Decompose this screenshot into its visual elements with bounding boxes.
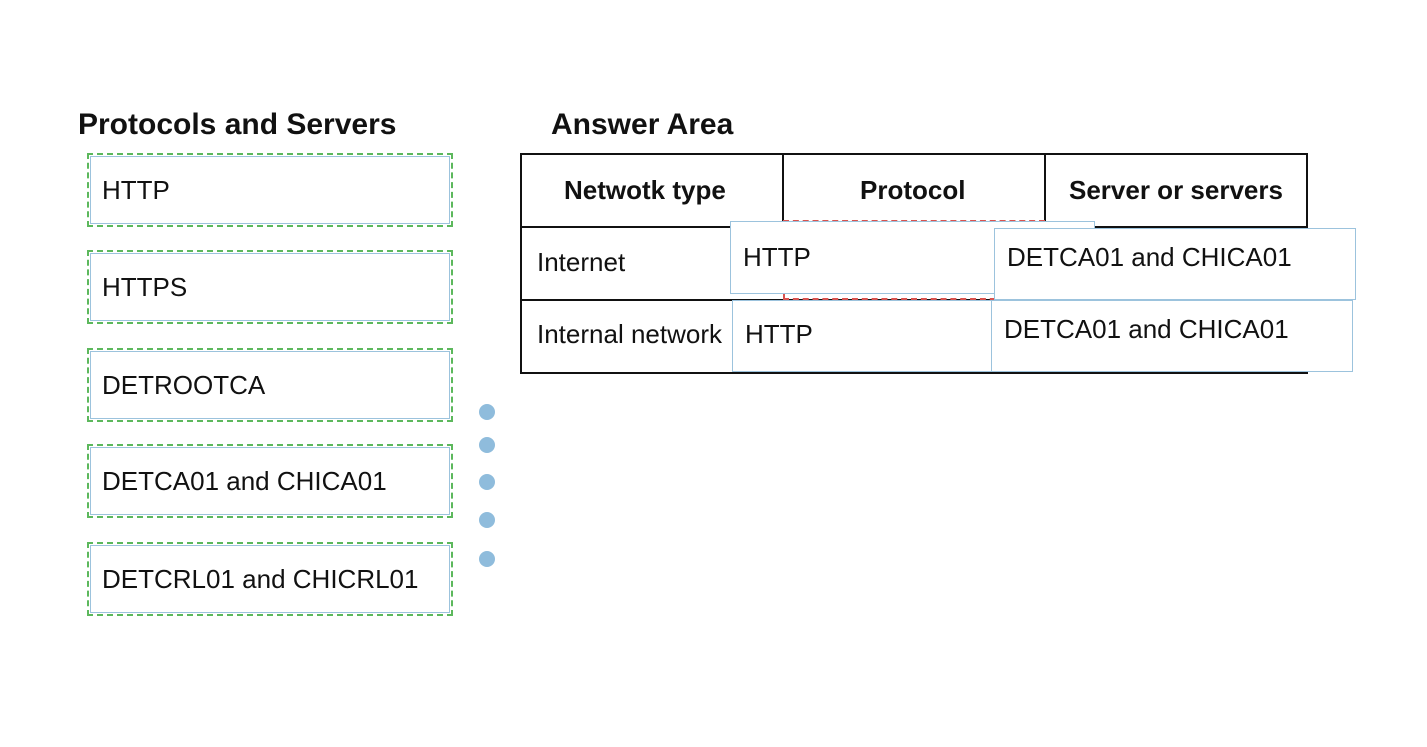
placed-label: DETCA01 and CHICA01 [1004,314,1289,344]
header-divider [1044,155,1046,228]
header-network-type: Netwotk type [564,175,726,205]
pager-dot[interactable] [479,404,495,420]
header-protocol: Protocol [860,175,966,205]
source-item-label: HTTP [102,175,170,205]
pager-dot[interactable] [479,474,495,490]
pager-dot[interactable] [479,437,495,453]
source-item-label: DETCRL01 and CHICRL01 [102,564,419,594]
pager-dot[interactable] [479,512,495,528]
source-item-detrootca[interactable]: DETROOTCA [87,348,453,422]
row-internal-type: Internal network [537,319,722,349]
placed-label: DETCA01 and CHICA01 [1007,242,1292,272]
source-item-label: DETCA01 and CHICA01 [102,466,387,496]
placed-label: HTTP [745,319,813,349]
source-item-label: DETROOTCA [102,370,266,400]
source-item-label: HTTPS [102,272,188,302]
source-item-https[interactable]: HTTPS [87,250,453,324]
placed-servers-internal[interactable]: DETCA01 and CHICA01 [991,300,1353,372]
protocols-and-servers-title: Protocols and Servers [78,108,397,141]
source-item-detca01-chica01[interactable]: DETCA01 and CHICA01 [87,444,453,518]
source-item-detcrl01-chicrl01[interactable]: DETCRL01 and CHICRL01 [87,542,453,616]
answer-area-title: Answer Area [551,108,734,141]
pager-dot[interactable] [479,551,495,567]
source-item-http[interactable]: HTTP [87,153,453,227]
placed-label: HTTP [743,242,811,272]
row-internet-type: Internet [537,247,626,277]
header-servers: Server or servers [1069,175,1283,205]
header-divider [782,155,784,228]
placed-servers-internet[interactable]: DETCA01 and CHICA01 [994,228,1356,300]
